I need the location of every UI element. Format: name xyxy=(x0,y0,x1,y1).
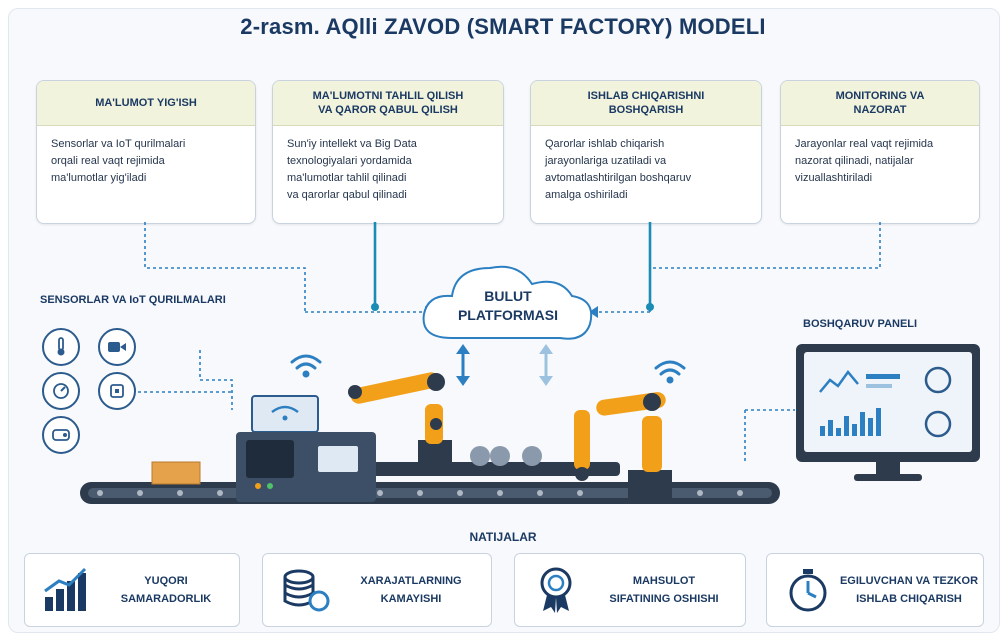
cloud-arrows xyxy=(456,344,553,386)
stopwatch-icon xyxy=(789,569,827,612)
bar-chart-icon xyxy=(44,567,87,611)
gear-icons xyxy=(470,446,542,466)
cloud-platform-label: BULUT PLATFORMASI xyxy=(457,288,559,323)
coins-icon xyxy=(283,569,330,612)
control-panel-label: BOSHQARUV PANELI xyxy=(803,318,918,330)
card-title: MA'LUMOT YIG'ISH xyxy=(37,81,255,126)
result-cost-reduction: XARAJATLARNING KAMAYISHI xyxy=(262,553,492,627)
card-title: MA'LUMOTNI TAHLIL QILISH VA QAROR QABUL … xyxy=(273,81,503,126)
result-text: MAHSULOT SIFATINING OSHISHI xyxy=(609,575,719,605)
robot-arm-1 xyxy=(348,372,452,476)
package-box xyxy=(151,461,201,485)
factory-machine xyxy=(236,395,376,502)
camera-icon xyxy=(98,328,136,366)
solid-connectors xyxy=(373,222,652,305)
wifi-icon xyxy=(290,354,686,384)
thermometer-icon xyxy=(42,328,80,366)
cloud-shape xyxy=(422,265,593,340)
robot-arm-2 xyxy=(574,392,672,502)
sensors-label: SENSORLAR VA IoT QURILMALARI xyxy=(40,294,226,306)
iot-chip-icon xyxy=(98,372,136,410)
result-text: YUQORI SAMARADORLIK xyxy=(120,575,212,605)
connector-lines xyxy=(108,222,881,462)
control-panel-monitor xyxy=(796,344,980,481)
gauge-sensor-icon xyxy=(42,372,80,410)
card-body: Sun'iy intellekt va Big Data texnologiya… xyxy=(287,138,417,201)
result-text: XARAJATLARNING KAMAYISHI xyxy=(360,575,462,605)
card-body: Jarayonlar real vaqt rejimida nazorat qi… xyxy=(795,138,934,184)
junction-dot xyxy=(646,303,654,311)
card-title: ISHLAB CHIQARISHNI BOSHQARISH xyxy=(531,81,761,126)
card-title: MONITORING VA NAZORAT xyxy=(781,81,979,126)
card-body: Sensorlar va IoT qurilmalari orqali real… xyxy=(51,138,186,184)
result-text: EGILUVCHAN VA TEZKOR ISHLAB CHIQARISH xyxy=(839,575,979,605)
card-analysis: MA'LUMOTNI TAHLIL QILISH VA QAROR QABUL … xyxy=(272,80,504,224)
figure-title: 2-rasm. AQlli ZAVOD (SMART FACTORY) MODE… xyxy=(240,14,766,39)
result-high-efficiency: YUQORI SAMARADORLIK xyxy=(24,553,240,627)
sensor-device-icon xyxy=(42,416,80,454)
result-flexible-production: EGILUVCHAN VA TEZKOR ISHLAB CHIQARISH xyxy=(766,553,984,627)
card-production-control: ISHLAB CHIQARISHNI BOSHQARISH Qarorlar i… xyxy=(530,80,762,224)
card-data-collection: MA'LUMOT YIG'ISH Sensorlar va IoT qurilm… xyxy=(36,80,256,224)
results-label: NATIJALAR xyxy=(469,530,537,544)
card-monitoring: MONITORING VA NAZORAT Jarayonlar real va… xyxy=(780,80,980,224)
junction-dot xyxy=(371,303,379,311)
result-quality-increase: MAHSULOT SIFATINING OSHISHI xyxy=(514,553,746,627)
card-body: Qarorlar ishlab chiqarish jarayonlariga … xyxy=(545,138,692,201)
quality-badge-icon xyxy=(540,567,572,613)
